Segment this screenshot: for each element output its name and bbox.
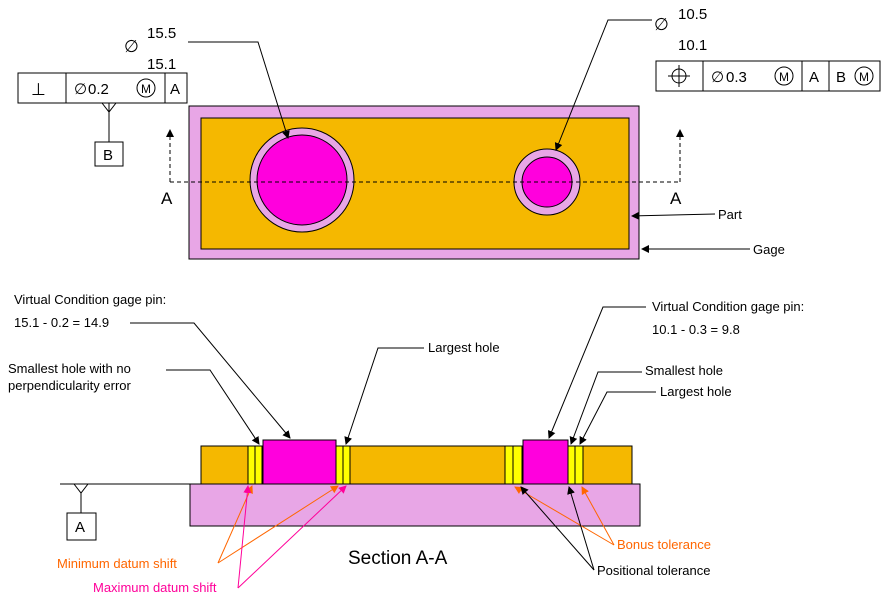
datum-a-box	[66, 512, 97, 541]
largest-hole-right: Largest hole	[660, 384, 732, 399]
smallest-hole-right: Smallest hole	[645, 363, 723, 378]
leader-vc-left	[130, 322, 291, 439]
leader-positional-2	[567, 486, 595, 571]
gage-pin-right	[522, 439, 569, 485]
position-icon	[668, 65, 690, 87]
leader-bonus-2	[514, 486, 615, 546]
mmc-circle-left	[136, 78, 156, 98]
min-datum-shift-label: Minimum datum shift	[57, 556, 177, 571]
leader-min-shift-2	[217, 485, 339, 564]
gage-pin-left	[262, 439, 337, 485]
fcf-position: ∅ 0.3 M A B M	[655, 60, 881, 92]
hole-right-dia-max: 10.5	[678, 6, 707, 23]
mmc-circle-datum-b	[854, 66, 874, 86]
top-view: A A ∅ 15.5 15.1 ∅ 10.5 10.1 ⊥ ∅ 0.2 M A …	[17, 6, 881, 260]
fcf-right-tolerance: 0.3	[726, 69, 747, 86]
datum-a-label: A	[75, 519, 85, 536]
leader-bonus-1	[581, 486, 615, 546]
leader-hole-right	[554, 19, 652, 151]
hole-right-dia-min: 10.1	[678, 37, 707, 54]
leader-smallest-hole-right	[569, 371, 642, 445]
fcf-left-tolerance: 0.2	[88, 81, 109, 98]
section-title: Section A-A	[348, 548, 448, 569]
section-view: A Section A-A Virtual Condition gage pin…	[8, 292, 804, 595]
gap-right-3	[567, 445, 576, 485]
fcf-right-datum2: B	[836, 69, 846, 86]
gap-left-4	[342, 445, 351, 485]
gap-left-2	[254, 445, 263, 485]
fcf-right-modifier: M	[779, 70, 789, 84]
gage-base-section	[189, 483, 641, 527]
perpendicularity-symbol: ⊥	[31, 80, 46, 99]
part-label: Part	[718, 207, 742, 222]
smallest-hole-left-line1: Smallest hole with no	[8, 361, 131, 376]
vc-right-line1: Virtual Condition gage pin:	[652, 299, 804, 314]
gap-right-2	[512, 445, 523, 485]
gap-left-1	[247, 445, 256, 485]
fcf-left-datum: A	[170, 81, 180, 98]
section-mark-left: A	[161, 189, 173, 208]
hole-left-dia-max: 15.5	[147, 25, 176, 42]
largest-hole-left: Largest hole	[428, 340, 500, 355]
gap-right-4	[574, 445, 584, 485]
leader-largest-hole-left	[344, 347, 424, 445]
smallest-hole-left-line2: perpendicularity error	[8, 378, 132, 393]
gage-label: Gage	[753, 242, 785, 257]
hole-left-dia-min: 15.1	[147, 56, 176, 73]
leader-largest-hole-right	[579, 391, 656, 445]
vc-left-line2: 15.1 - 0.2 = 14.9	[14, 315, 109, 330]
max-datum-shift-label: Maximum datum shift	[93, 580, 217, 595]
hole-left	[256, 134, 348, 226]
fcf-right-datum2-modifier: M	[859, 70, 869, 84]
leader-max-shift-1	[237, 485, 252, 589]
mmc-circle-right	[774, 66, 794, 86]
leader-part	[631, 211, 716, 220]
leader-max-shift-2	[237, 485, 347, 589]
leader-smallest-hole-left	[166, 369, 260, 445]
gap-left-3	[335, 445, 344, 485]
datum-b-box	[94, 141, 124, 167]
fcf-left-modifier: M	[141, 82, 151, 96]
fcf-right-datum1: A	[809, 69, 819, 86]
section-mark-right: A	[670, 189, 682, 208]
dia-symbol-right: ∅	[654, 15, 669, 34]
dia-symbol-fcf-right: ∅	[711, 69, 724, 86]
dia-symbol-fcf-left: ∅	[74, 81, 87, 98]
bonus-tolerance-label: Bonus tolerance	[617, 537, 711, 552]
dia-symbol-left: ∅	[124, 37, 139, 56]
vc-left-line1: Virtual Condition gage pin:	[14, 292, 166, 307]
datum-b-label: B	[103, 147, 113, 164]
fcf-perpendicularity: ⊥ ∅ 0.2 M A	[17, 72, 188, 104]
datum-b-triangle	[101, 102, 117, 113]
leader-vc-right	[547, 306, 646, 439]
leader-positional-1	[520, 486, 595, 571]
vc-right-line2: 10.1 - 0.3 = 9.8	[652, 322, 740, 337]
leader-hole-left	[188, 41, 290, 139]
gap-right-1	[504, 445, 514, 485]
datum-a-triangle	[73, 483, 89, 494]
positional-tolerance-label: Positional tolerance	[597, 563, 710, 578]
